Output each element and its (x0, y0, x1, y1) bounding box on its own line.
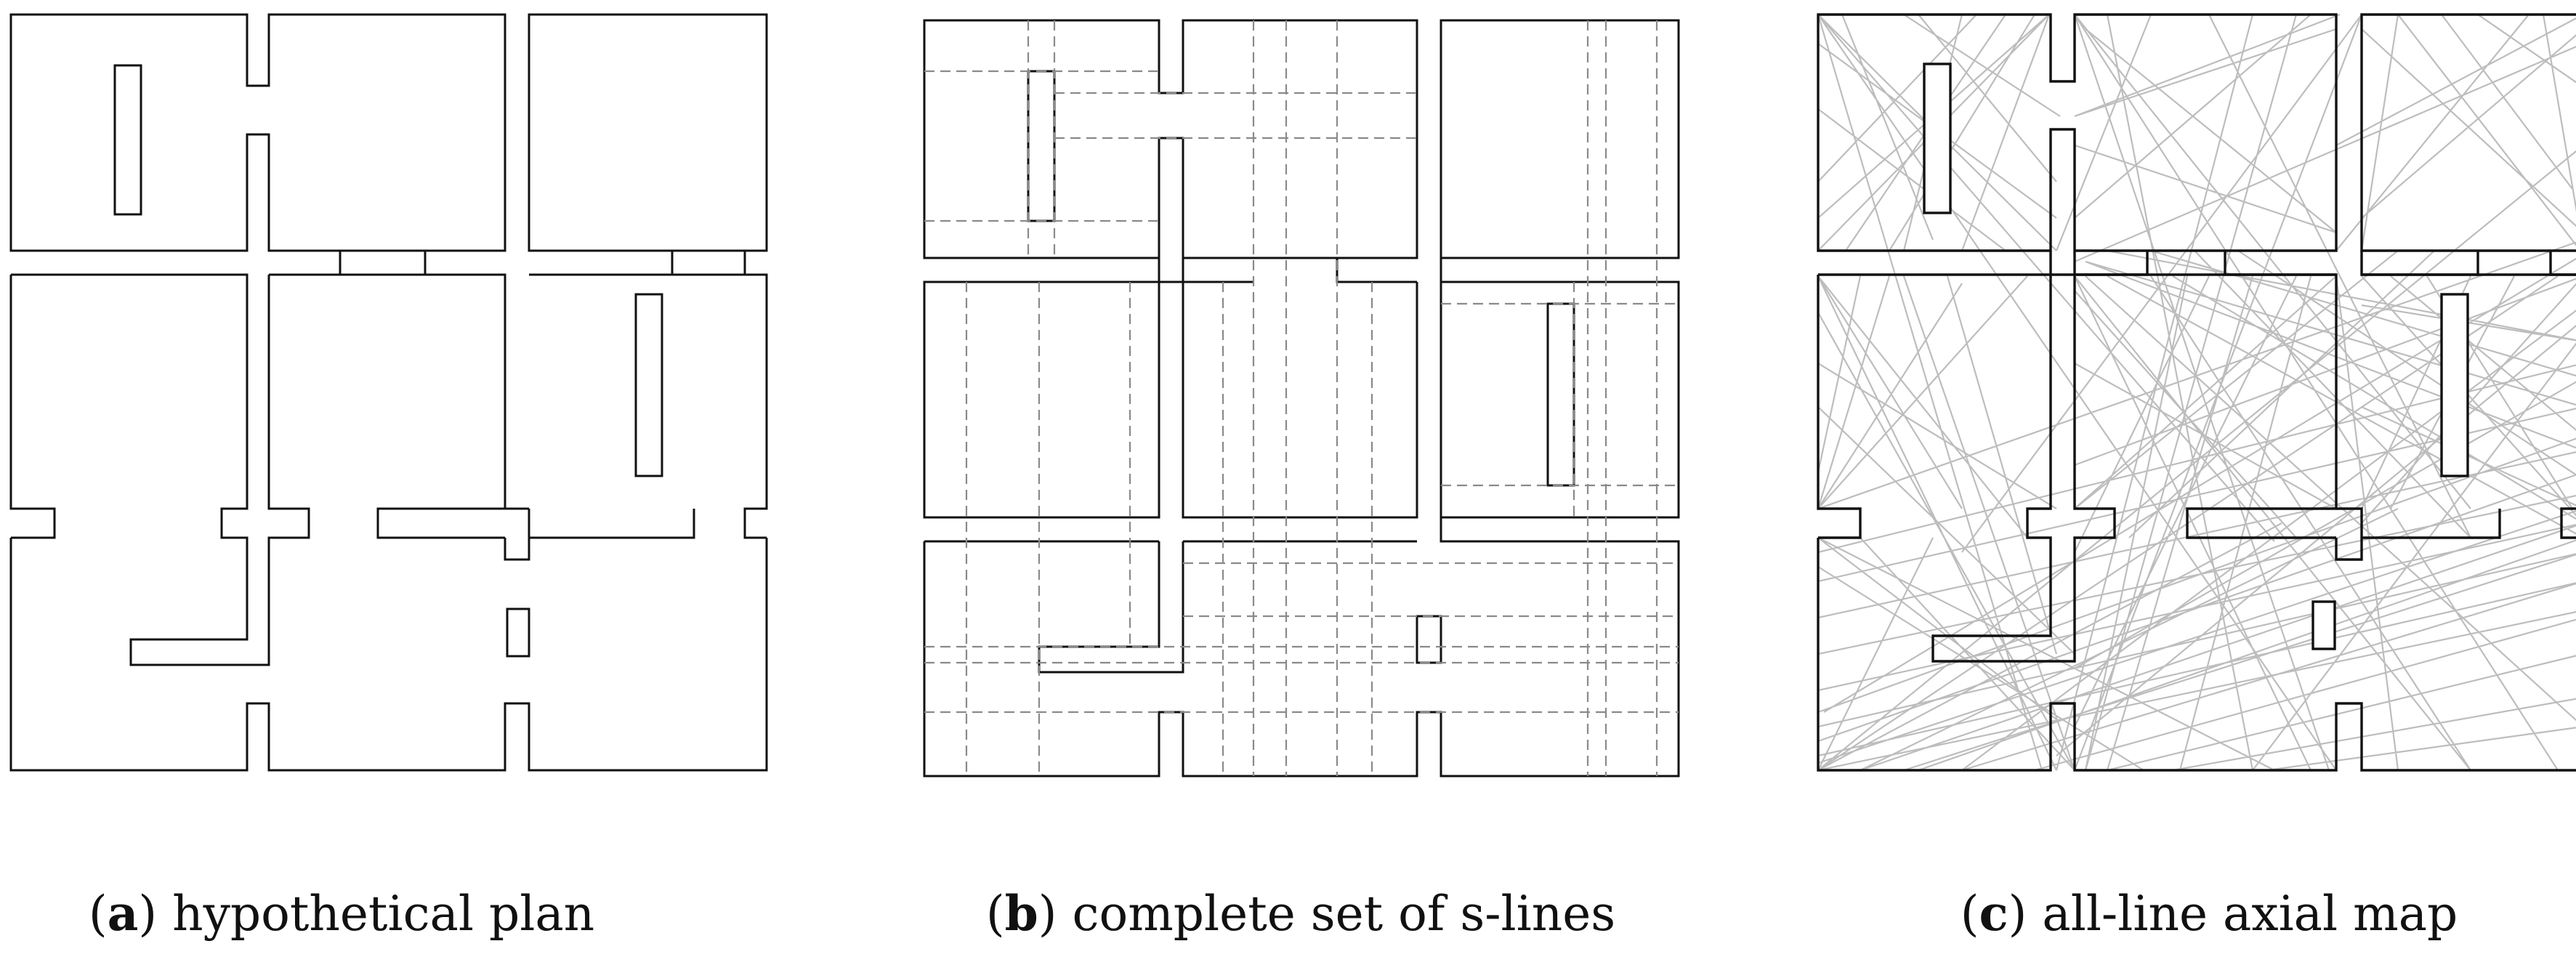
room-a-top-left (9, 13, 506, 252)
room-a-mid-left (11, 273, 310, 666)
panel-b-s-lines-set (924, 20, 1679, 776)
caption-panel-b: (b) complete set of s-lines (985, 885, 1616, 942)
room-a-top-right (528, 13, 768, 252)
panel-c-axial-lines (1817, 13, 2576, 772)
caption-text-a: hypothetical plan (172, 886, 595, 942)
pillar-c-3 (2311, 600, 2336, 650)
panel-c-axial-map (1817, 13, 2576, 772)
caption-letter-c: c (1979, 885, 2008, 942)
caption-letter-b: b (1004, 885, 1038, 942)
wall-c-mid-left-edge (1817, 275, 1862, 539)
pillar-c-2 (2440, 293, 2469, 477)
wall-a-stub-1 (269, 249, 342, 276)
panel-a-hypothetical-plan (9, 13, 768, 772)
room-b-bottom (923, 517, 1680, 778)
wall-c-stub-1 (2049, 251, 2149, 276)
panel-b-s-lines (923, 19, 1680, 778)
wall-b-stub-1 (1158, 258, 1253, 283)
caption-letter-a: a (107, 885, 139, 942)
caption-panel-a: (a) hypothetical plan (88, 885, 595, 942)
pillar-a-1 (113, 64, 142, 216)
wall-b-inner-l (1038, 541, 1184, 674)
room-c-top-right (2360, 13, 2576, 252)
panel-c-walls (1817, 13, 2576, 772)
wall-a-stub-3 (529, 249, 674, 276)
axial-line-group (1817, 13, 2576, 772)
room-c-mid-center (2075, 273, 2338, 539)
room-a-bottom-left (9, 538, 768, 772)
caption-text-c: all-line axial map (2042, 886, 2458, 942)
wall-c-corridor-t (2335, 507, 2501, 561)
room-b-mid-left (923, 280, 1160, 519)
pillar-b-1 (1027, 70, 1056, 222)
wall-a-mid-left-edge (9, 275, 56, 539)
room-b-mid-center (1182, 282, 1418, 519)
room-b-top-right (1440, 19, 1680, 259)
caption-text-b: complete set of s-lines (1072, 886, 1616, 942)
room-a-mid-right (529, 273, 768, 539)
room-a-mid-center (269, 273, 506, 539)
room-c-mid-left (1818, 273, 2116, 663)
pillar-a-2 (634, 293, 663, 477)
pillar-c-1 (1923, 62, 1952, 214)
wall-a-stub-4 (743, 249, 767, 276)
pillar-b-2 (1546, 302, 1575, 487)
room-c-bottom (1817, 538, 2576, 772)
wall-a-stub-2 (424, 249, 505, 276)
wall-b-stub-3 (1440, 258, 1679, 283)
room-b-mid-right (1440, 280, 1680, 519)
caption-panel-c: (c) all-line axial map (1960, 885, 2458, 942)
room-b-top-left (923, 19, 1418, 259)
pillar-a-3 (506, 607, 530, 658)
wall-b-stub-2 (1182, 258, 1417, 283)
wall-a-corridor-t (504, 507, 695, 561)
pillar-b-3 (1416, 615, 1442, 664)
room-c-mid-right (2362, 273, 2576, 539)
